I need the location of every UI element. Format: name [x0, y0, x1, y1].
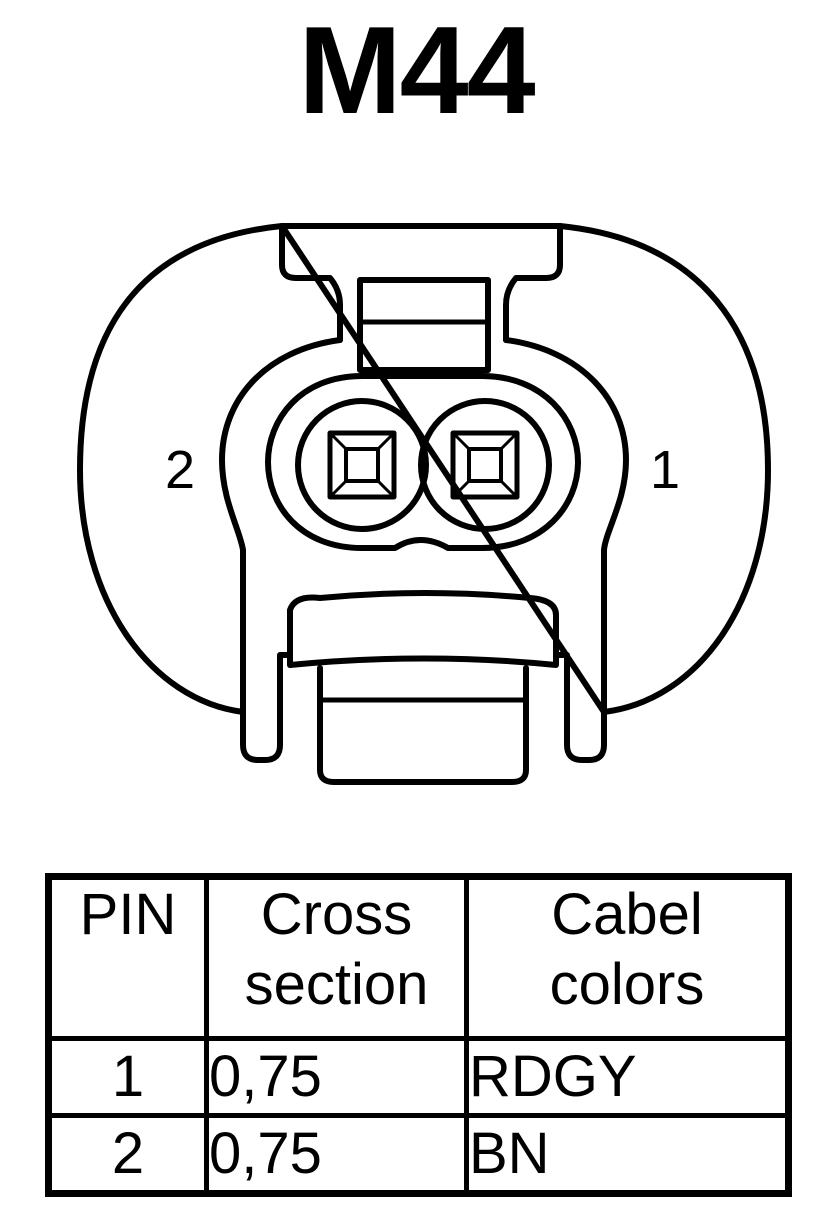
table-row: 2 0,75 BN [46, 1113, 791, 1196]
pin-2-cavity [295, 398, 429, 532]
pin-1-cavity [418, 398, 552, 532]
cell-color: BN [464, 1113, 791, 1196]
cell-color: RDGY [464, 1036, 791, 1118]
cavity-surround [265, 373, 581, 551]
header-cross-section: Cross section [204, 874, 469, 1041]
connector-title: M44 [298, 2, 535, 140]
inner-body [219, 337, 629, 763]
cell-pin: 1 [46, 1036, 209, 1118]
lower-key [287, 590, 559, 668]
cell-cross-section: 0,75 [204, 1113, 469, 1196]
table-header-row: PIN Cross section Cabel colors [46, 874, 791, 1041]
latch-window [357, 277, 491, 373]
cell-pin: 2 [46, 1113, 209, 1196]
connector-outer-shell [77, 223, 771, 715]
pin-table: PIN Cross section Cabel colors 1 0,75 RD… [45, 873, 792, 1197]
pin-label-2: 2 [165, 440, 195, 500]
connector-diagram: 2 1 [77, 223, 771, 785]
latch-tab [279, 223, 563, 343]
pin-label-1: 1 [650, 440, 680, 500]
header-cable-colors: Cabel colors [464, 874, 791, 1041]
cell-cross-section: 0,75 [204, 1036, 469, 1118]
table-row: 1 0,75 RDGY [46, 1036, 791, 1118]
header-pin: PIN [46, 874, 209, 1041]
